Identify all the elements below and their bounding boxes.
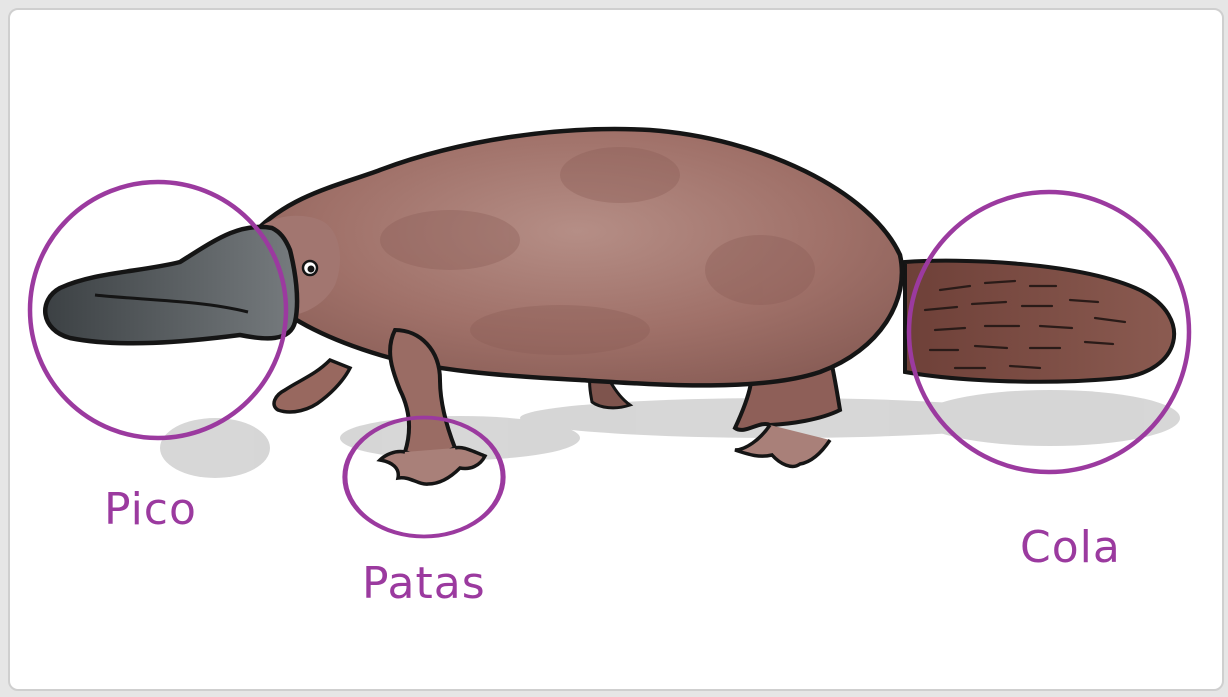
beak: [45, 227, 297, 343]
front-foot: [380, 447, 485, 484]
feet-label: Patas: [362, 562, 486, 606]
tail-label: Cola: [1020, 526, 1121, 570]
beak-label: Pico: [104, 488, 197, 532]
front-leg-far: [274, 360, 350, 412]
tail: [905, 261, 1174, 382]
pupil: [308, 266, 315, 273]
